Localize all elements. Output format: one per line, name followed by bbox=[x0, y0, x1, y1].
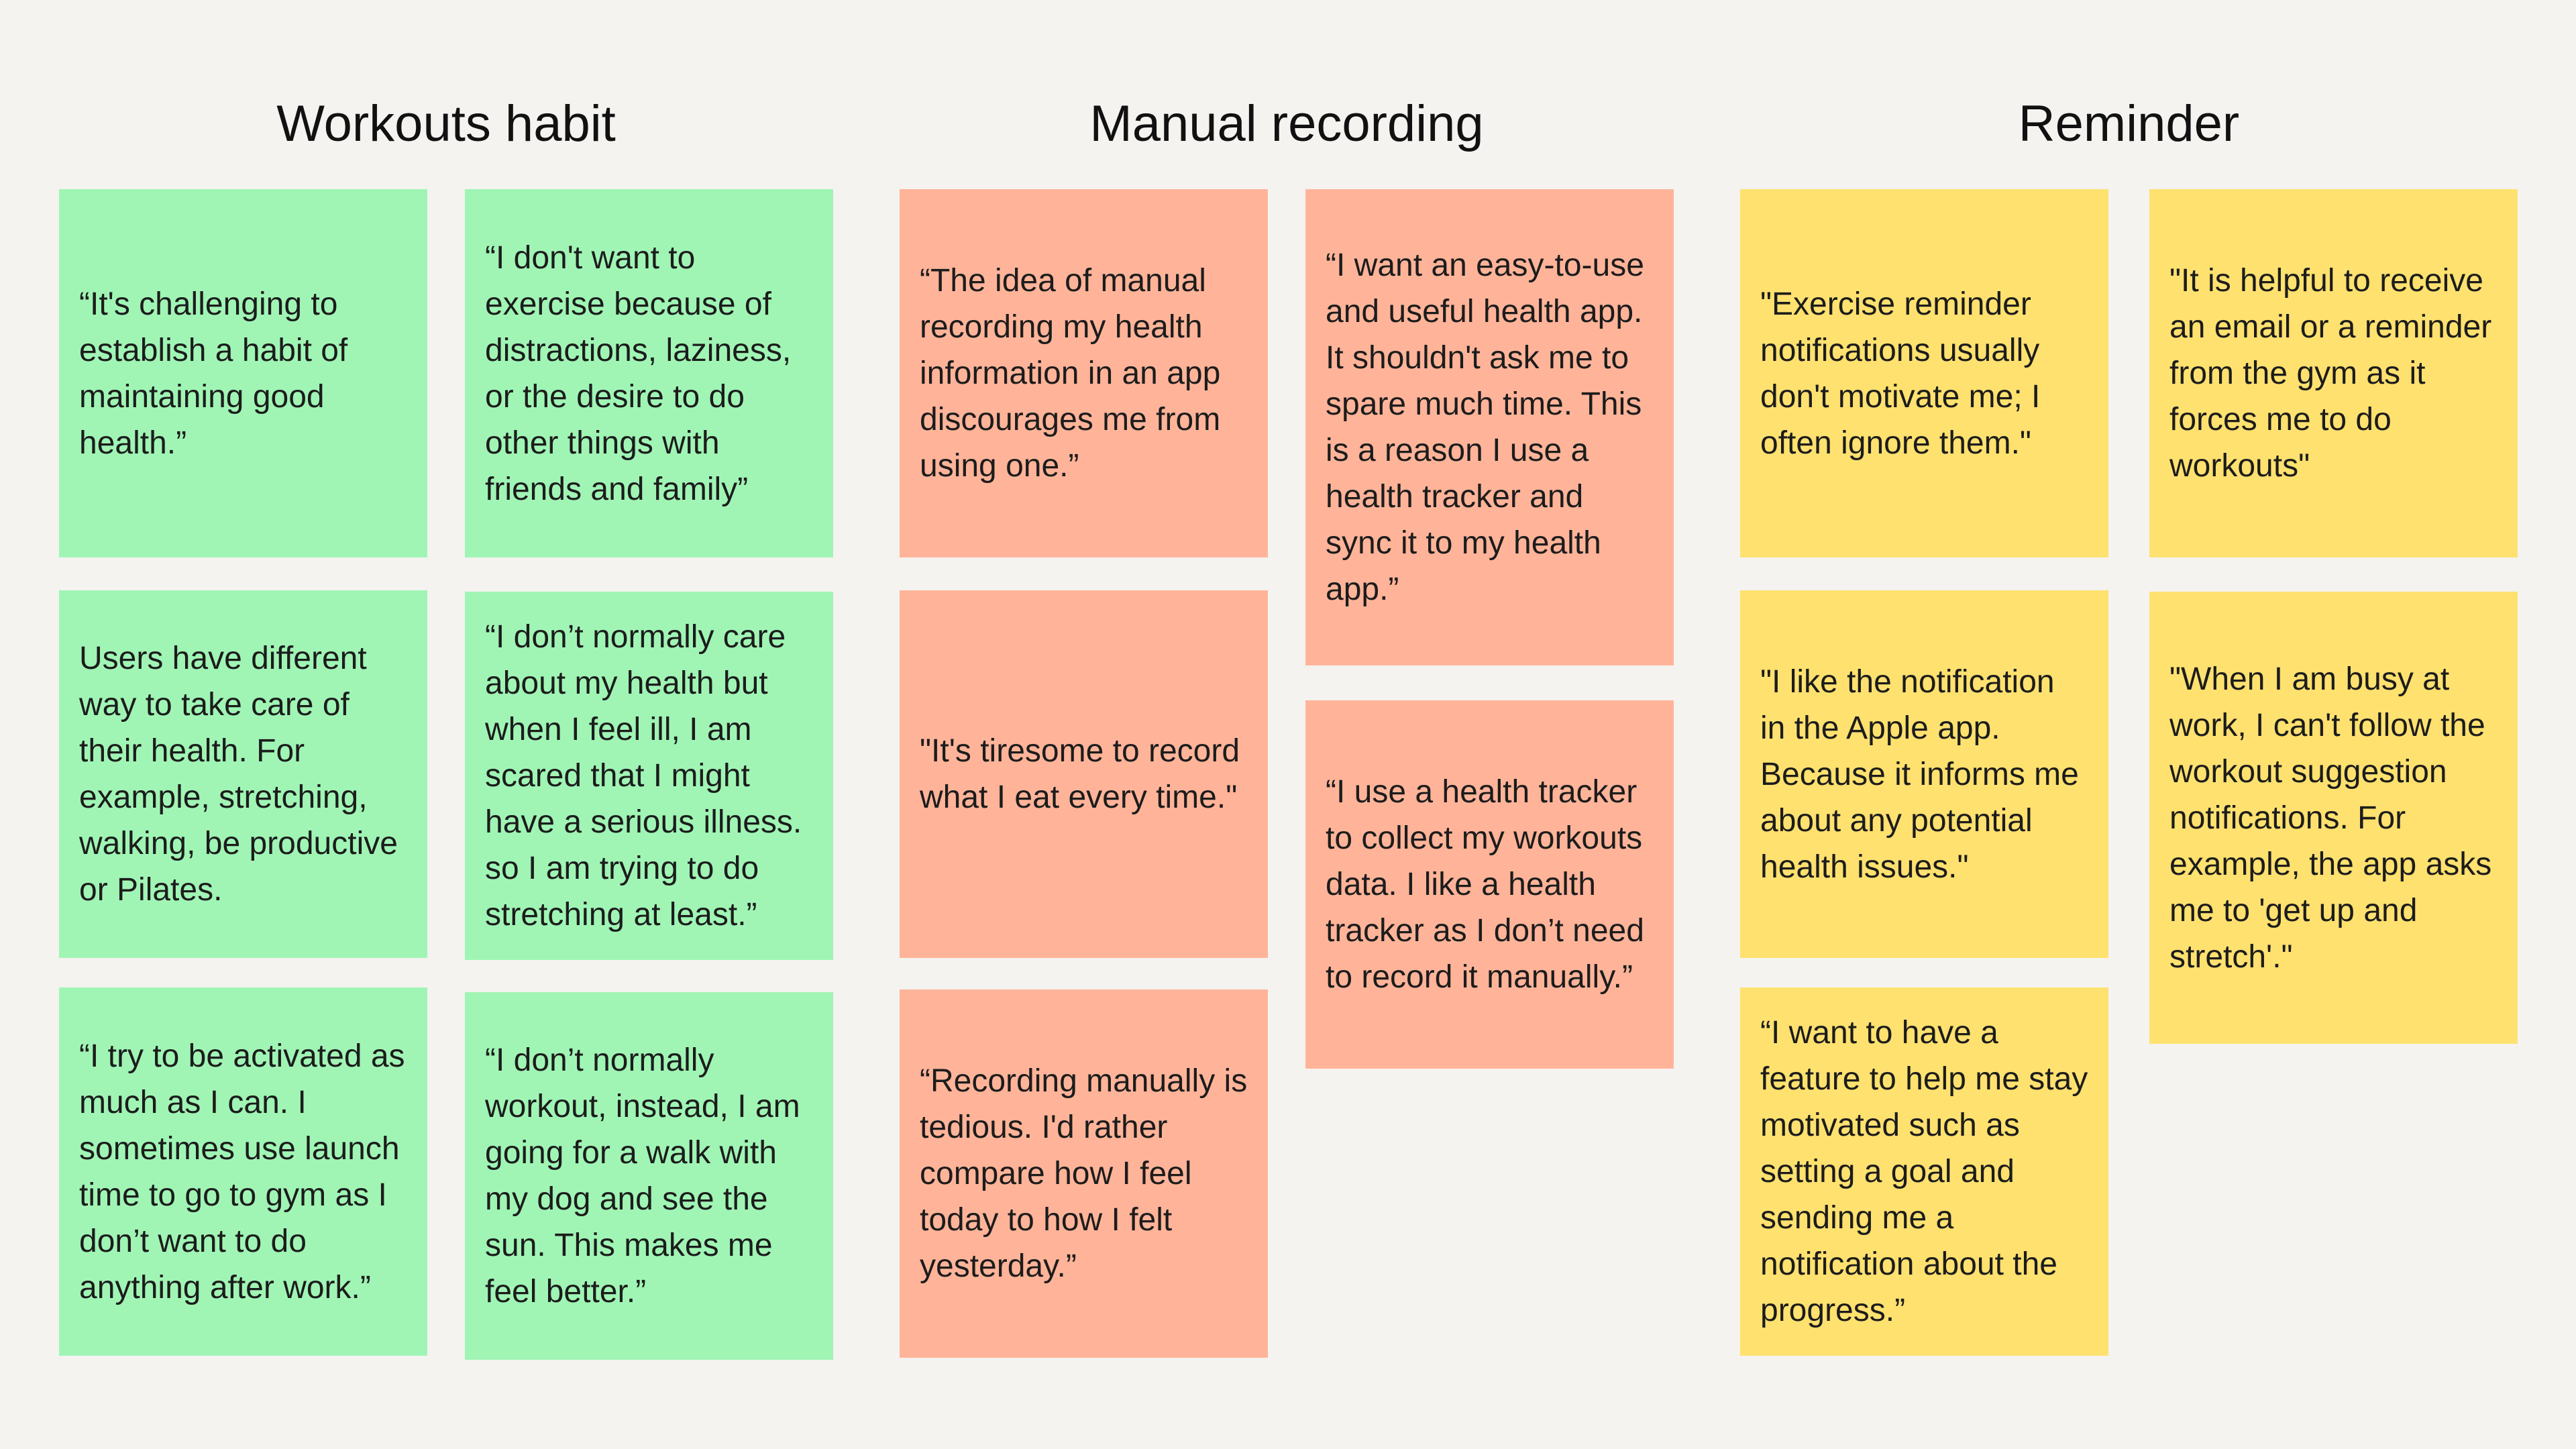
sticky-note[interactable]: "It is helpful to receive an email or a … bbox=[2149, 189, 2518, 557]
sticky-note[interactable]: "It's tiresome to record what I eat ever… bbox=[900, 590, 1268, 958]
sticky-note-text: "It is helpful to receive an email or a … bbox=[2169, 263, 2492, 484]
sticky-note[interactable]: “I don't want to exercise because of dis… bbox=[465, 189, 833, 557]
sticky-note[interactable]: “I want to have a feature to help me sta… bbox=[1740, 987, 2108, 1356]
sticky-note[interactable]: “The idea of manual recording my health … bbox=[900, 189, 1268, 557]
sticky-note-text: “I want to have a feature to help me sta… bbox=[1760, 1015, 2088, 1328]
sticky-note-text: Users have different way to take care of… bbox=[79, 641, 398, 908]
sticky-note[interactable]: "When I am busy at work, I can't follow … bbox=[2149, 592, 2518, 1044]
sticky-note-text: “I try to be activated as much as I can.… bbox=[79, 1038, 405, 1305]
sticky-note[interactable]: "I like the notification in the Apple ap… bbox=[1740, 590, 2108, 958]
sticky-note[interactable]: “It's challenging to establish a habit o… bbox=[59, 189, 427, 557]
sticky-note-text: “Recording manually is tedious. I'd rath… bbox=[920, 1063, 1248, 1284]
sticky-note-text: “It's challenging to establish a habit o… bbox=[79, 286, 348, 461]
sticky-note-text: “The idea of manual recording my health … bbox=[920, 263, 1221, 484]
sticky-note[interactable]: “I don’t normally workout, instead, I am… bbox=[465, 992, 833, 1360]
sticky-note-text: “I use a health tracker to collect my wo… bbox=[1326, 774, 1644, 995]
sticky-note-text: "I like the notification in the Apple ap… bbox=[1760, 663, 2079, 885]
sticky-note-text: "Exercise reminder notifications usually… bbox=[1760, 286, 2041, 461]
sticky-note-text: “I want an easy-to-use and useful health… bbox=[1326, 248, 1644, 607]
sticky-note-text: "When I am busy at work, I can't follow … bbox=[2169, 661, 2492, 975]
sticky-note[interactable]: “I want an easy-to-use and useful health… bbox=[1305, 189, 1674, 665]
sticky-note-text: "It's tiresome to record what I eat ever… bbox=[920, 733, 1240, 815]
sticky-note[interactable]: "Exercise reminder notifications usually… bbox=[1740, 189, 2108, 557]
sticky-note[interactable]: “Recording manually is tedious. I'd rath… bbox=[900, 989, 1268, 1358]
sticky-note-text: “I don’t normally care about my health b… bbox=[485, 619, 802, 932]
sticky-note[interactable]: “I don’t normally care about my health b… bbox=[465, 592, 833, 960]
column-title-manual-recording: Manual recording bbox=[1089, 95, 1484, 152]
column-title-reminder: Reminder bbox=[2018, 95, 2240, 152]
sticky-note[interactable]: “I try to be activated as much as I can.… bbox=[59, 987, 427, 1356]
sticky-note[interactable]: “I use a health tracker to collect my wo… bbox=[1305, 700, 1674, 1069]
sticky-note[interactable]: Users have different way to take care of… bbox=[59, 590, 427, 958]
sticky-note-text: “I don’t normally workout, instead, I am… bbox=[485, 1042, 800, 1309]
column-title-workouts-habit: Workouts habit bbox=[276, 95, 616, 152]
sticky-note-text: “I don't want to exercise because of dis… bbox=[485, 239, 792, 507]
